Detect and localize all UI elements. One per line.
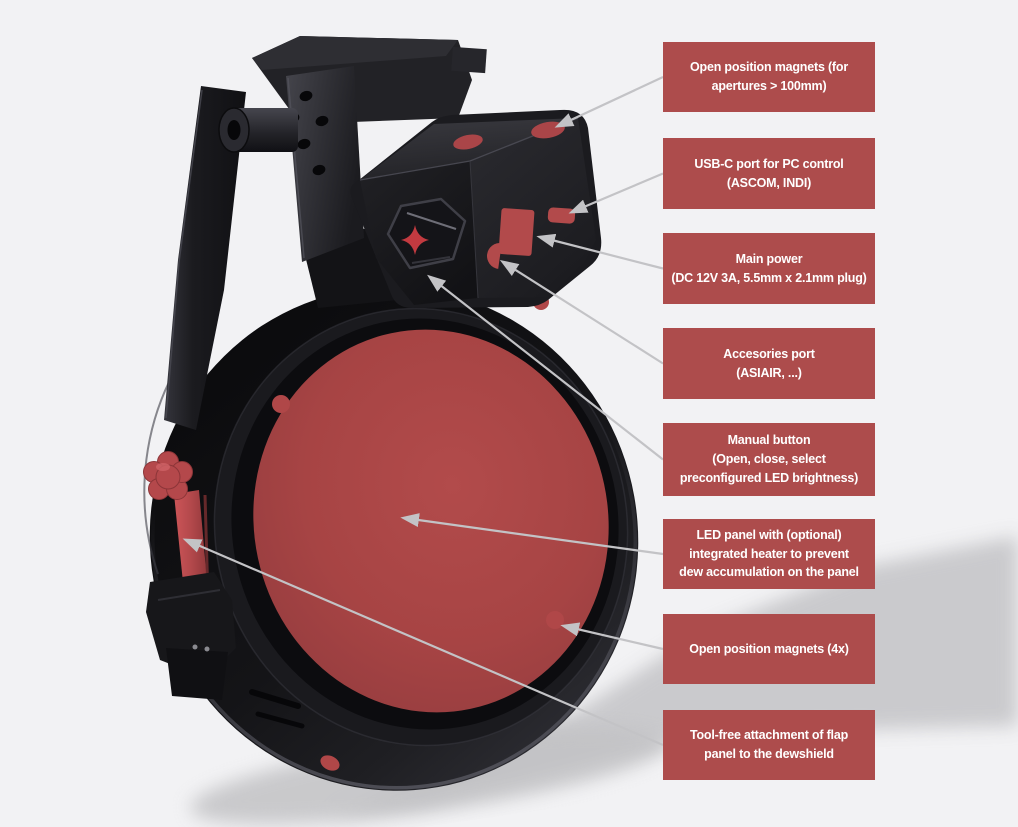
mounting-arm [164, 86, 246, 430]
connector-open-position-magnets-4x [560, 622, 664, 651]
manual-button [386, 197, 467, 270]
accessories-port [487, 243, 502, 269]
callout-main-power: Main power (DC 12V 3A, 5.5mm x 2.1mm plu… [663, 233, 875, 304]
flap-hinge-clamp [146, 572, 236, 700]
screw-holes [286, 90, 329, 176]
connector-manual-button [427, 274, 664, 461]
usb-c-port [547, 207, 576, 224]
ring-slot-2 [255, 711, 305, 729]
connector-open-position-magnets-large [554, 76, 664, 128]
main-power-port [498, 208, 535, 256]
callout-usb-c-port: USB-C port for PC control (ASCOM, INDI) [663, 138, 875, 209]
connector-tool-free-attachment [182, 538, 664, 747]
callout-tool-free-attachment: Tool-free attachment of flap panel to th… [663, 710, 875, 780]
magnet-dot-1 [272, 395, 290, 413]
connector-lines [182, 76, 664, 747]
open-magnet-top-1 [453, 134, 483, 150]
connector-usb-c-port [568, 172, 664, 214]
callout-accessories-port: Accesories port (ASIAIR, ...) [663, 328, 875, 399]
connector-accessories-port [499, 259, 664, 365]
control-box [350, 109, 602, 309]
bracket-plate [286, 66, 364, 262]
callout-led-panel: LED panel with (optional) integrated hea… [663, 519, 875, 589]
callout-open-position-magnets-4x: Open position magnets (4x) [663, 614, 875, 684]
star-icon [401, 225, 429, 255]
callout-open-position-magnets-large: Open position magnets (for apertures > 1… [663, 42, 875, 112]
connector-led-panel [400, 513, 664, 556]
callout-manual-button: Manual button (Open, close, select preco… [663, 423, 875, 496]
magnet-dot-4 [320, 755, 340, 771]
ring-slot-1 [249, 689, 301, 709]
connector-main-power [536, 233, 664, 270]
magnet-dot-3 [546, 611, 564, 629]
pivot-hinge [218, 107, 298, 153]
